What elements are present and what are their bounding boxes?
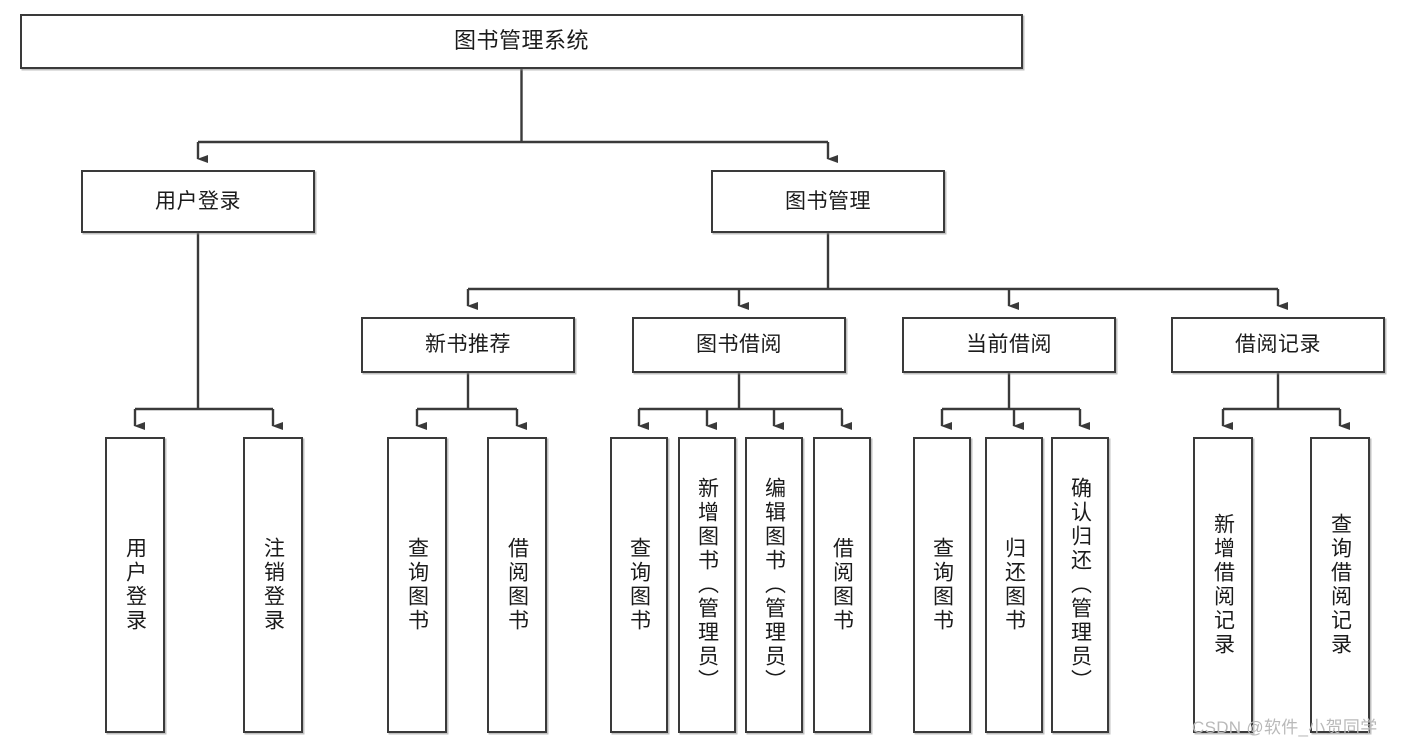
node-label: 当前借阅 bbox=[966, 333, 1052, 357]
node-label: 确认归还（管理员） bbox=[1068, 477, 1092, 693]
node-label: 查询图书 bbox=[405, 537, 429, 633]
node-book-management[interactable]: 图书管理 bbox=[711, 170, 945, 233]
node-label: 图书借阅 bbox=[696, 333, 782, 357]
node-label: 用户登录 bbox=[155, 189, 241, 213]
node-label: 图书管理 bbox=[785, 189, 871, 213]
node-leaf-lend-book[interactable]: 借阅图书 bbox=[813, 437, 871, 733]
node-label: 借阅图书 bbox=[505, 537, 529, 633]
node-leaf-add-book-admin[interactable]: 新增图书（管理员） bbox=[678, 437, 736, 733]
node-leaf-user-logout[interactable]: 注销登录 bbox=[243, 437, 303, 733]
node-leaf-query-book-new[interactable]: 查询图书 bbox=[387, 437, 447, 733]
node-label: 编辑图书（管理员） bbox=[762, 477, 786, 693]
node-leaf-return-book[interactable]: 归还图书 bbox=[985, 437, 1043, 733]
node-leaf-query-borrow-record[interactable]: 查询借阅记录 bbox=[1310, 437, 1370, 733]
node-label: 借阅记录 bbox=[1235, 333, 1321, 357]
node-label: 用户登录 bbox=[123, 537, 147, 633]
node-label: 新增图书（管理员） bbox=[695, 477, 719, 693]
node-label: 归还图书 bbox=[1002, 537, 1026, 633]
node-leaf-user-login[interactable]: 用户登录 bbox=[105, 437, 165, 733]
node-root-book-management-system[interactable]: 图书管理系统 bbox=[20, 14, 1023, 69]
node-label: 新增借阅记录 bbox=[1211, 513, 1235, 657]
node-label: 查询图书 bbox=[930, 537, 954, 633]
node-leaf-confirm-return-admin[interactable]: 确认归还（管理员） bbox=[1051, 437, 1109, 733]
node-leaf-add-borrow-record[interactable]: 新增借阅记录 bbox=[1193, 437, 1253, 733]
node-borrow-record[interactable]: 借阅记录 bbox=[1171, 317, 1385, 373]
node-label: 查询图书 bbox=[627, 537, 651, 633]
node-label: 注销登录 bbox=[261, 537, 285, 633]
node-label: 新书推荐 bbox=[425, 333, 511, 357]
node-label: 借阅图书 bbox=[830, 537, 854, 633]
node-book-borrow[interactable]: 图书借阅 bbox=[632, 317, 846, 373]
node-leaf-borrow-book-new[interactable]: 借阅图书 bbox=[487, 437, 547, 733]
node-label: 查询借阅记录 bbox=[1328, 513, 1352, 657]
node-leaf-query-book-borrow[interactable]: 查询图书 bbox=[610, 437, 668, 733]
node-user-login[interactable]: 用户登录 bbox=[81, 170, 315, 233]
node-label: 图书管理系统 bbox=[453, 28, 589, 54]
node-new-book-recommend[interactable]: 新书推荐 bbox=[361, 317, 575, 373]
node-leaf-query-book-current[interactable]: 查询图书 bbox=[913, 437, 971, 733]
watermark-text: CSDN @软件_小贺同学 bbox=[1192, 718, 1378, 737]
node-current-borrow[interactable]: 当前借阅 bbox=[902, 317, 1116, 373]
node-leaf-edit-book-admin[interactable]: 编辑图书（管理员） bbox=[745, 437, 803, 733]
